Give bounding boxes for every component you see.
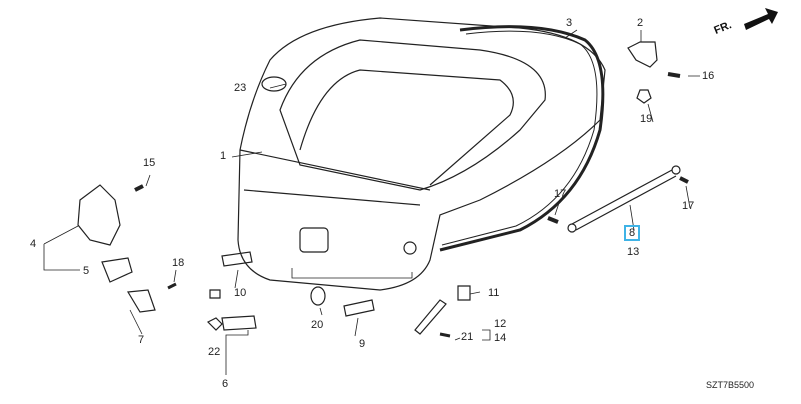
callout-21[interactable]: 21 — [461, 331, 474, 343]
callout-23[interactable]: 23 — [234, 82, 247, 94]
plug — [261, 76, 287, 92]
callout-19[interactable]: 19 — [640, 113, 653, 125]
callout-6[interactable]: 6 — [222, 378, 229, 390]
callout-9[interactable]: 9 — [359, 338, 366, 350]
hinge — [627, 41, 658, 68]
callout-11[interactable]: 11 — [488, 287, 500, 299]
callout-22[interactable]: 22 — [208, 346, 221, 358]
callout-18[interactable]: 18 — [172, 257, 185, 269]
tailgate-panel — [237, 17, 606, 291]
callout-4[interactable]: 4 — [30, 238, 37, 250]
front-direction-arrow — [744, 8, 778, 30]
callout-12[interactable]: 12 — [494, 318, 507, 330]
callout-1[interactable]: 1 — [220, 150, 227, 162]
callout-3[interactable]: 3 — [566, 17, 573, 29]
callout-5[interactable]: 5 — [83, 265, 90, 277]
callout-13[interactable]: 13 — [627, 246, 640, 258]
diagram-code: SZT7B5500 — [706, 380, 755, 390]
weatherstrip — [439, 25, 605, 252]
callout-8-selected[interactable]: 8 — [624, 225, 641, 241]
callout-16[interactable]: 16 — [702, 70, 715, 82]
callout-17-right[interactable]: 17 — [682, 200, 695, 212]
callout-20[interactable]: 20 — [311, 319, 324, 331]
callout-2[interactable]: 2 — [637, 17, 644, 29]
gas-strut — [567, 165, 681, 233]
callout-17-left[interactable]: 17 — [554, 188, 567, 200]
callout-14[interactable]: 14 — [494, 332, 507, 344]
callout-10[interactable]: 10 — [234, 287, 247, 299]
callout-7[interactable]: 7 — [138, 334, 145, 346]
latch — [77, 184, 121, 246]
callout-15[interactable]: 15 — [143, 157, 156, 169]
